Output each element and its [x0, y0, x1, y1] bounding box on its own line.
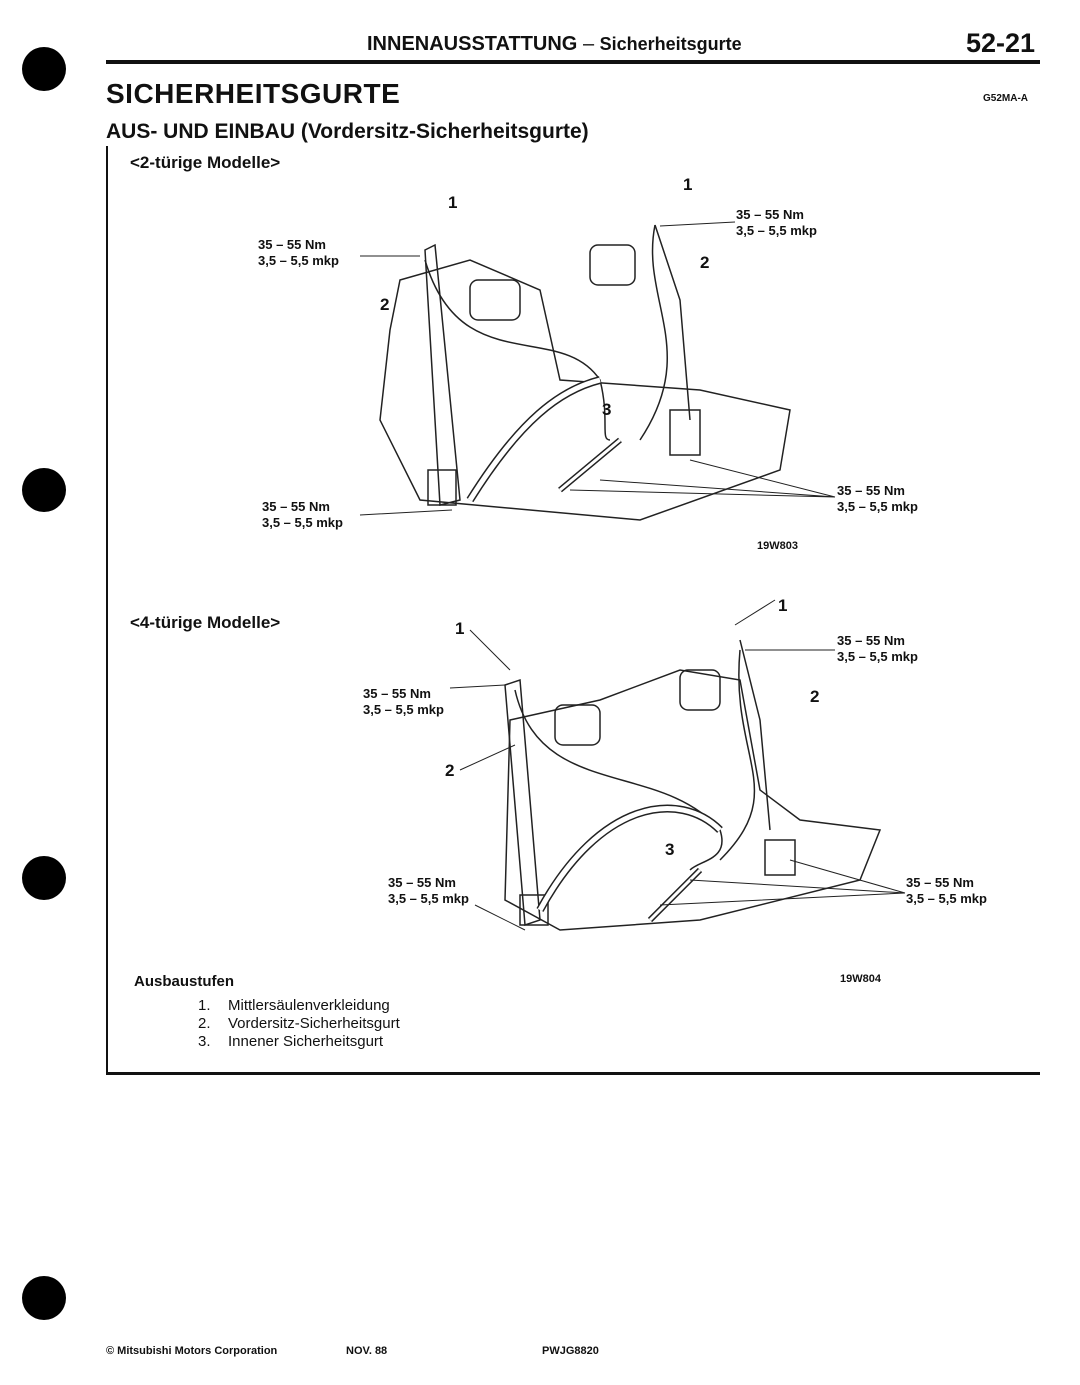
- callout-3: 3: [665, 840, 675, 859]
- step-item: 3.Innener Sicherheitsgurt: [198, 1033, 384, 1050]
- callout-1: 1: [778, 596, 788, 615]
- figure-id: 19W804: [840, 973, 881, 985]
- diagram-4-door: [449, 599, 906, 931]
- step-item: 1.Mittlersäulenverkleidung: [198, 997, 390, 1014]
- callout-2: 2: [380, 295, 390, 314]
- binder-hole: [22, 468, 66, 512]
- callout-1: 1: [448, 193, 458, 212]
- steps-list: 1.Mittlersäulenverkleidung 2.Vordersitz-…: [198, 997, 400, 1051]
- callout-1: 1: [455, 619, 465, 638]
- step-item: 2.Vordersitz-Sicherheitsgurt: [198, 1015, 400, 1032]
- frame-left-rule: [106, 146, 108, 1074]
- binder-hole: [22, 856, 66, 900]
- page-title: SICHERHEITSGURTE: [106, 78, 401, 109]
- footer-copyright: © Mitsubishi Motors Corporation: [106, 1345, 278, 1357]
- callout-2: 2: [445, 761, 455, 780]
- callout-1: 1: [683, 175, 693, 194]
- binder-hole: [22, 47, 66, 91]
- footer-doc-code: PWJG8820: [542, 1345, 599, 1357]
- figure-id: 19W803: [757, 540, 798, 552]
- page-number: 52-21: [966, 28, 1036, 58]
- figure-label-4-door: <4-türige Modelle>: [130, 613, 281, 632]
- section-title: INNENAUSSTATTUNG: [367, 33, 578, 55]
- diagram-2-door: [359, 221, 836, 521]
- callout-2: 2: [810, 687, 820, 706]
- subtitle: AUS- UND EINBAU (Vordersitz-Sicherheitsg…: [106, 120, 589, 143]
- footer-date: NOV. 88: [346, 1345, 388, 1357]
- callout-3: 3: [602, 400, 612, 419]
- subsection-title: Sicherheitsgurte: [599, 34, 742, 54]
- callout-2: 2: [700, 253, 710, 272]
- frame-bottom-rule: [106, 1072, 1040, 1075]
- figure-label-2-door: <2-türige Modelle>: [130, 153, 281, 172]
- running-header: INNENAUSSTATTUNG – Sicherheitsgurte: [367, 33, 742, 56]
- steps-heading: Ausbaustufen: [134, 973, 235, 990]
- section-code: G52MA-A: [983, 93, 1029, 104]
- dash: –: [582, 33, 595, 55]
- binder-hole: [22, 1276, 66, 1320]
- header-rule: [106, 60, 1040, 64]
